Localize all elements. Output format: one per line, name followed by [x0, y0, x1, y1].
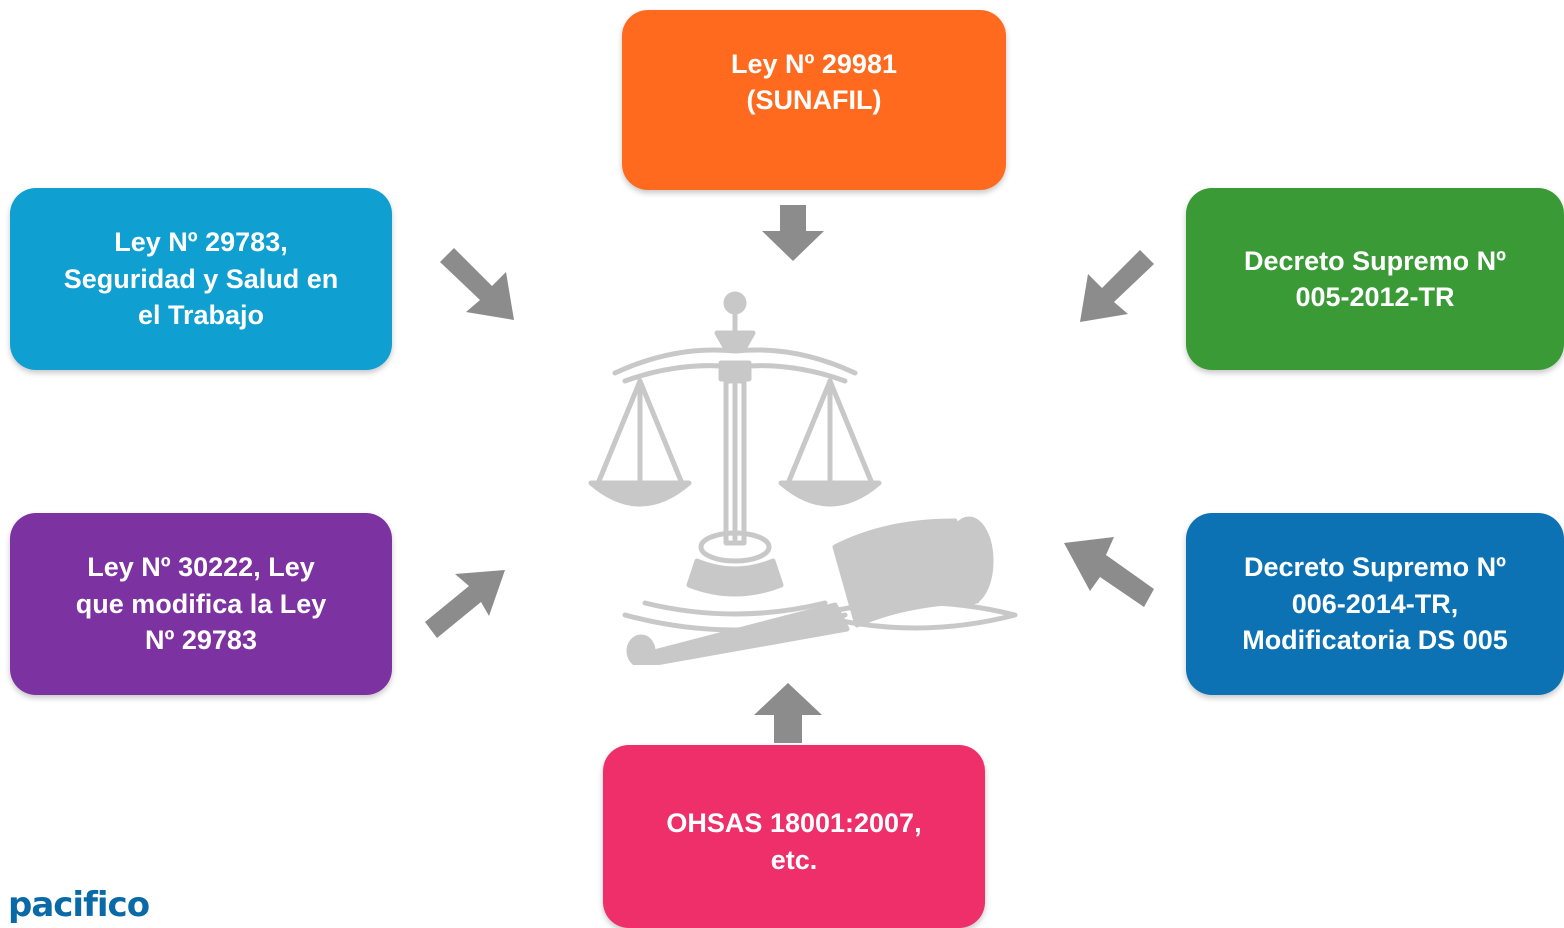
arrow-down-right-icon [440, 248, 514, 320]
scales-of-justice-gavel-icon [588, 291, 1018, 665]
box-ley-29783: Ley Nº 29783, Seguridad y Salud en el Tr… [10, 188, 392, 370]
box-ds-006-2014-label: Decreto Supremo Nº 006-2014-TR, Modifica… [1242, 552, 1508, 656]
arrow-up-left-icon [1064, 537, 1154, 607]
box-ley-30222-label: Ley Nº 30222, Ley que modifica la Ley Nº… [75, 552, 327, 656]
box-ds-005-2012: Decreto Supremo Nº 005-2012-TR [1186, 188, 1564, 370]
box-ds-006-2014: Decreto Supremo Nº 006-2014-TR, Modifica… [1186, 513, 1564, 695]
arrow-down-left-icon [1080, 250, 1154, 322]
box-ohsas: OHSAS 18001:2007, etc. [603, 745, 985, 928]
box-ley-30222: Ley Nº 30222, Ley que modifica la Ley Nº… [10, 513, 392, 695]
box-ley-29981: Ley Nº 29981 (SUNAFIL) [622, 10, 1006, 190]
pacifico-logo: pacifico [8, 885, 150, 925]
arrow-up-right-icon [425, 570, 505, 638]
box-ley-29783-label: Ley Nº 29783, Seguridad y Salud en el Tr… [63, 227, 339, 331]
arrow-down-icon [762, 205, 824, 261]
box-ds-005-2012-label: Decreto Supremo Nº 005-2012-TR [1244, 245, 1506, 312]
box-ley-29981-label: Ley Nº 29981 (SUNAFIL) [731, 48, 897, 115]
arrow-up-icon [754, 683, 822, 743]
box-ohsas-label: OHSAS 18001:2007, etc. [666, 808, 922, 875]
